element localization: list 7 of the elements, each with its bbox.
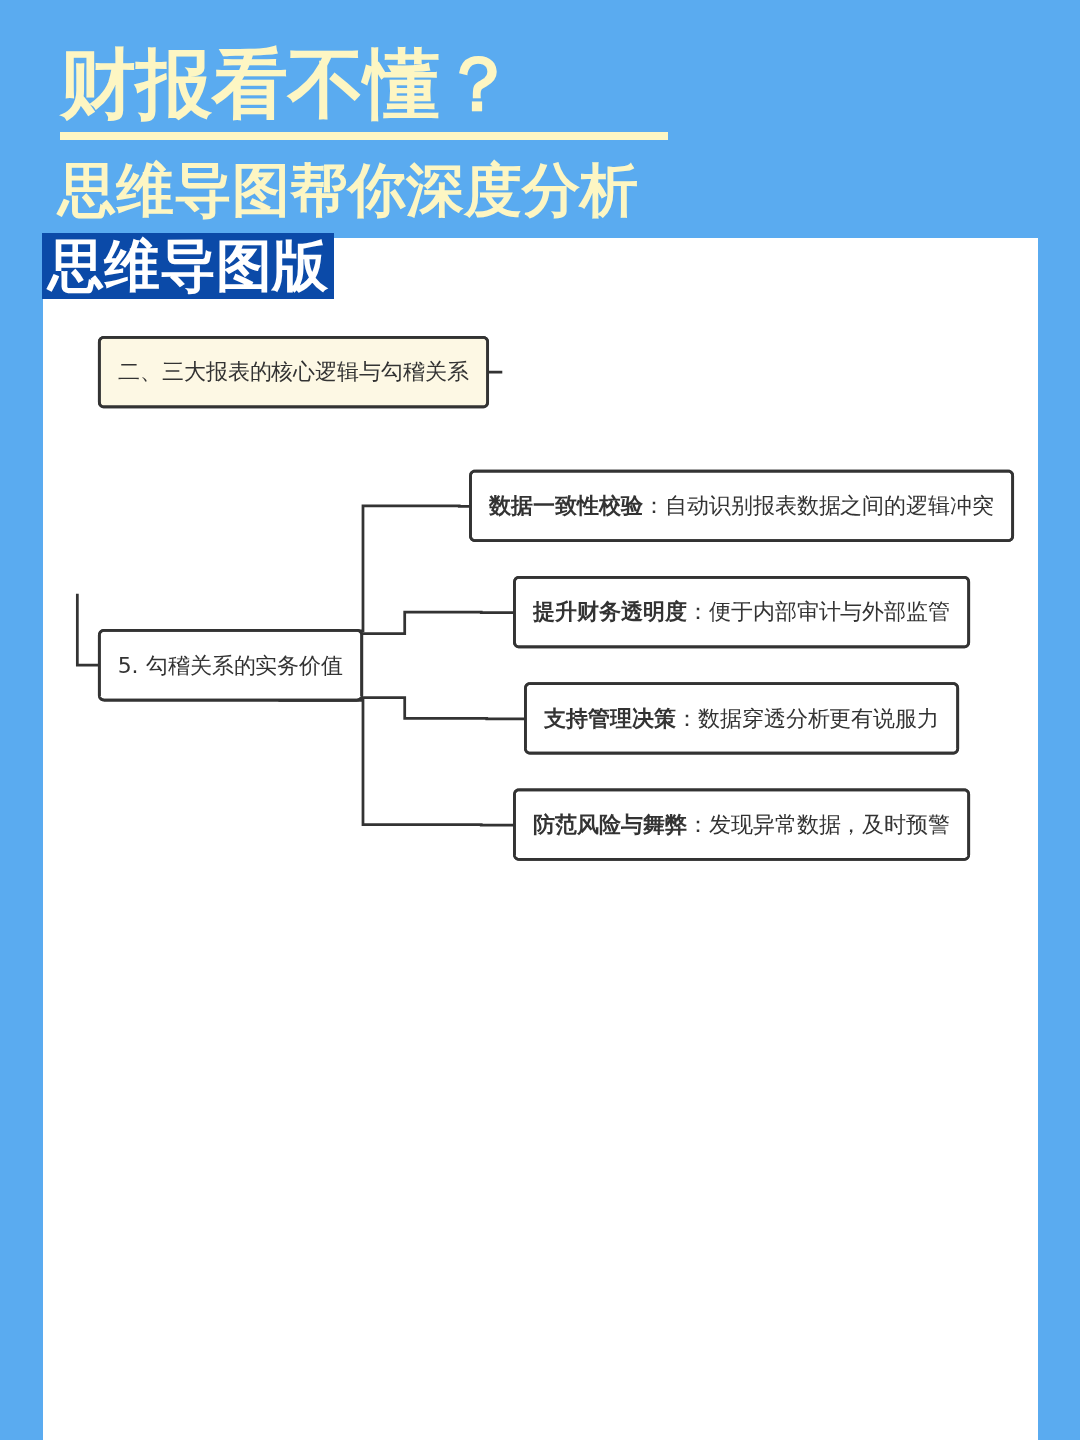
connector — [361, 610, 515, 635]
connector-line — [75, 593, 100, 667]
title: 财报看不懂？ — [60, 36, 668, 140]
connector-line — [487, 370, 503, 374]
connector — [361, 696, 526, 721]
subtitle: 思维导图帮你深度分析 — [58, 155, 638, 226]
heading-banner: 思维导图版 — [42, 233, 334, 299]
